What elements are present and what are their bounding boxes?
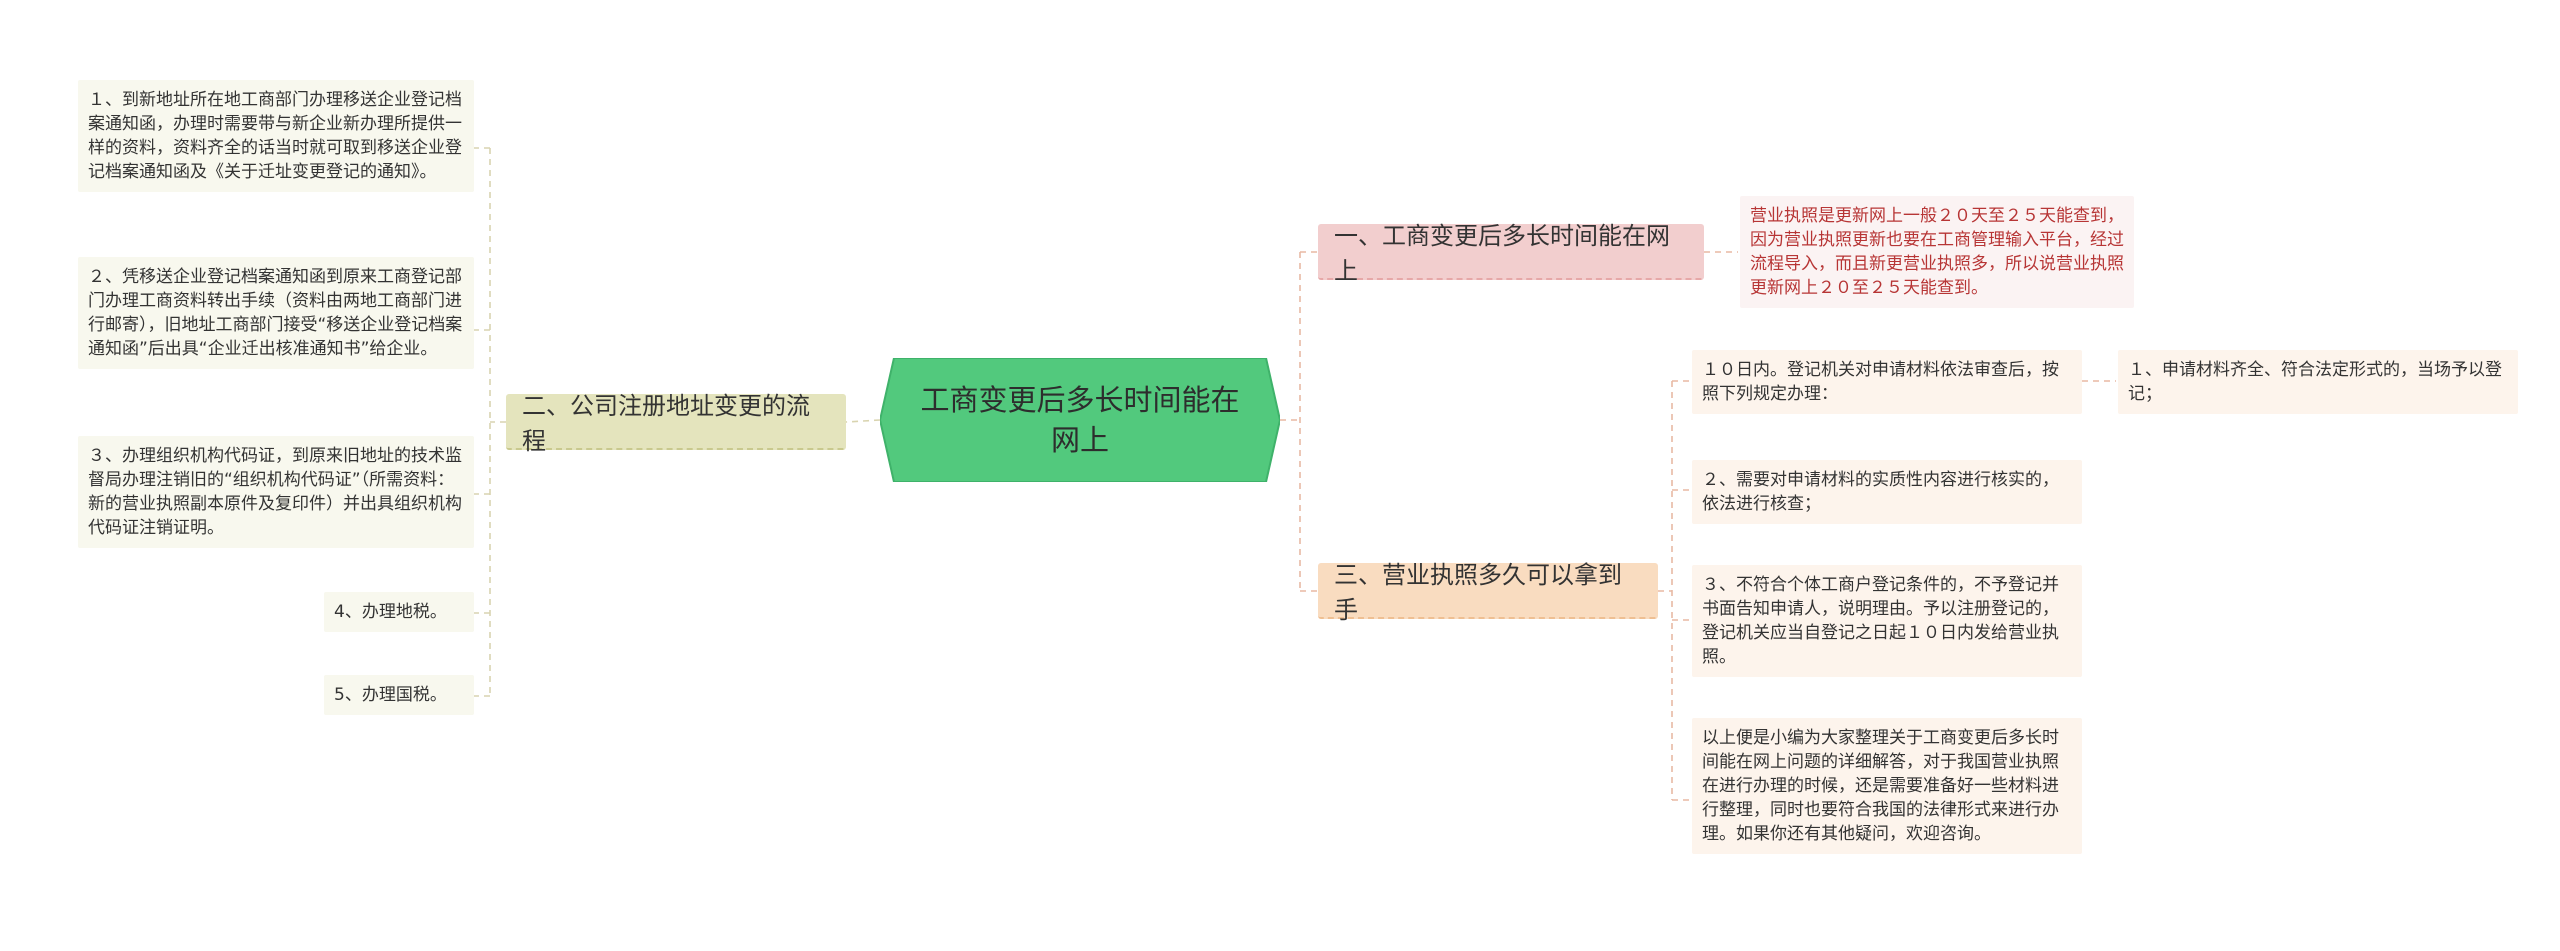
leaf-address-step-5[interactable]: 5、办理国税。 (324, 675, 474, 715)
leaf-text: 营业执照是更新网上一般２０天至２５天能查到，因为营业执照更新也要在工商管理输入平… (1750, 206, 2124, 298)
branch-license-time[interactable]: 三、营业执照多久可以拿到手 (1318, 561, 1658, 624)
branch-online-time-label: 一、工商变更后多长时间能在网上 (1334, 222, 1670, 285)
leaf-address-step-4[interactable]: 4、办理地税。 (324, 592, 474, 632)
leaf-license-step-1[interactable]: １０日内。登记机关对申请材料依法审查后，按照下列规定办理： (1692, 350, 2082, 414)
leaf-text: １、到新地址所在地工商部门办理移送企业登记档案通知函，办理时需要带与新企业新办理… (88, 90, 462, 182)
leaf-license-substep-1[interactable]: １、申请材料齐全、符合法定形式的，当场予以登记； (2118, 350, 2518, 414)
leaf-text: 4、办理地税。 (334, 602, 447, 622)
branch-address-change-label: 二、公司注册地址变更的流程 (522, 392, 810, 455)
leaf-text: 5、办理国税。 (334, 685, 447, 705)
central-topic-title: 工商变更后多长时间能在网上 (920, 383, 1240, 457)
leaf-license-summary[interactable]: 以上便是小编为大家整理关于工商变更后多长时间能在网上问题的详细解答，对于我国营业… (1692, 718, 2082, 854)
leaf-address-step-1[interactable]: １、到新地址所在地工商部门办理移送企业登记档案通知函，办理时需要带与新企业新办理… (78, 80, 474, 192)
leaf-text: ２、需要对申请材料的实质性内容进行核实的，依法进行核查； (1702, 470, 2059, 514)
leaf-online-time-answer[interactable]: 营业执照是更新网上一般２０天至２５天能查到，因为营业执照更新也要在工商管理输入平… (1740, 196, 2134, 308)
branch-online-time[interactable]: 一、工商变更后多长时间能在网上 (1318, 222, 1704, 285)
leaf-text: １０日内。登记机关对申请材料依法审查后，按照下列规定办理： (1702, 360, 2059, 404)
leaf-license-step-3[interactable]: ３、不符合个体工商户登记条件的，不予登记并书面告知申请人，说明理由。予以注册登记… (1692, 565, 2082, 677)
link-central-b2 (845, 419, 881, 423)
branch-address-change[interactable]: 二、公司注册地址变更的流程 (506, 392, 846, 455)
leaf-text: ２、凭移送企业登记档案通知函到原来工商登记部门办理工商资料转出手续（资料由两地工… (88, 267, 463, 359)
central-hexagon-shape (880, 358, 1280, 482)
central-topic[interactable]: 工商变更后多长时间能在网上 (880, 358, 1280, 482)
leaf-address-step-3[interactable]: ３、办理组织机构代码证，到原来旧地址的技术监督局办理注销旧的“组织机构代码证”（… (78, 436, 474, 548)
leaf-text: ３、不符合个体工商户登记条件的，不予登记并书面告知申请人，说明理由。予以注册登记… (1702, 575, 2059, 667)
leaf-address-step-2[interactable]: ２、凭移送企业登记档案通知函到原来工商登记部门办理工商资料转出手续（资料由两地工… (78, 257, 474, 369)
leaf-text: ３、办理组织机构代码证，到原来旧地址的技术监督局办理注销旧的“组织机构代码证”（… (88, 446, 462, 538)
branch-license-time-label: 三、营业执照多久可以拿到手 (1334, 561, 1622, 624)
leaf-text: １、申请材料齐全、符合法定形式的，当场予以登记； (2128, 360, 2502, 404)
leaf-license-step-2[interactable]: ２、需要对申请材料的实质性内容进行核实的，依法进行核查； (1692, 460, 2082, 524)
leaf-text: 以上便是小编为大家整理关于工商变更后多长时间能在网上问题的详细解答，对于我国营业… (1702, 728, 2059, 844)
